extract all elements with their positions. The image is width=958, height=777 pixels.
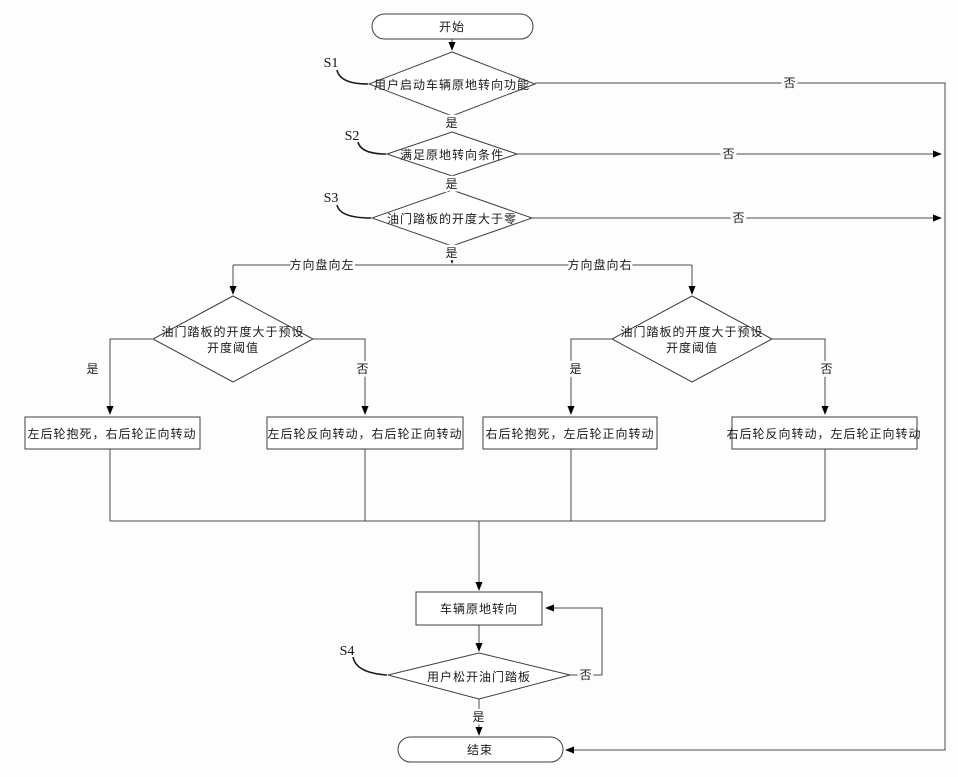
s3-decision-diamond <box>370 189 534 247</box>
right-no-label: 否 <box>820 362 833 376</box>
leader-s3 <box>336 204 372 219</box>
right-lock-box <box>482 416 658 450</box>
left-threshold-line1: 油门踏板的开度大于预设 <box>161 324 304 339</box>
right-yes-label: 是 <box>569 362 582 376</box>
edge-s1-no-to-end <box>535 82 946 754</box>
left-reverse-box <box>266 416 464 450</box>
wheel-left-label: 方向盘向左 <box>289 257 354 272</box>
left-threshold-diamond <box>151 295 315 383</box>
left-lock-box <box>24 416 201 450</box>
s2-no-label: 否 <box>722 147 735 161</box>
left-yes-label: 是 <box>86 362 99 376</box>
edge-right-yes-to-right-lock <box>567 338 612 415</box>
wheel-right-label: 方向盘向右 <box>567 257 632 272</box>
s1-yes-label: 是 <box>445 116 458 130</box>
s2-label: 满足原地转向条件 <box>400 147 504 162</box>
pivot-box <box>415 591 543 626</box>
edge-right-no-to-right-reverse <box>772 338 829 415</box>
s4-decision-diamond <box>387 652 571 700</box>
s3-label: 油门踏板的开度大于零 <box>387 211 517 226</box>
end-label: 结束 <box>467 743 493 757</box>
s2-step-label: S2 <box>345 129 360 144</box>
s4-step-label: S4 <box>340 644 355 659</box>
left-threshold-line2: 开度阈值 <box>207 340 259 355</box>
right-threshold-diamond <box>610 295 774 383</box>
s3-step-label: S3 <box>324 191 339 206</box>
start-terminator <box>371 13 534 40</box>
leader-s1 <box>336 69 369 85</box>
s3-no-label: 否 <box>732 211 745 225</box>
left-no-label: 否 <box>356 362 369 376</box>
leader-s4 <box>352 656 388 676</box>
s4-label: 用户松开油门踏板 <box>427 669 531 684</box>
s1-step-label: S1 <box>324 56 339 71</box>
s4-yes-label: 是 <box>472 710 485 724</box>
edge-left-no-to-left-reverse <box>313 338 369 415</box>
start-label: 开始 <box>439 20 465 34</box>
s1-decision-diamond <box>367 51 537 117</box>
right-threshold-line2: 开度阈值 <box>666 340 718 355</box>
left-lock-label: 左后轮抱死，右后轮正向转动 <box>27 426 196 441</box>
left-reverse-label: 左后轮反向转动，右后轮正向转动 <box>267 426 462 441</box>
right-threshold-line1: 油门踏板的开度大于预设 <box>620 324 763 339</box>
end-terminator <box>397 736 564 763</box>
s1-no-label: 否 <box>783 76 796 90</box>
s1-label: 用户启动车辆原地转向功能 <box>374 77 530 92</box>
right-reverse-box <box>731 416 918 450</box>
s3-yes-label: 是 <box>445 246 458 260</box>
s2-yes-label: 是 <box>445 177 458 191</box>
right-reverse-label: 右后轮反向转动，左后轮正向转动 <box>726 426 921 441</box>
s4-no-label: 否 <box>579 668 592 682</box>
right-lock-label: 右后轮抱死，左后轮正向转动 <box>485 426 654 441</box>
edge-s4-no-loop-to-pivot <box>545 604 603 676</box>
pivot-label: 车辆原地转向 <box>440 601 518 616</box>
leader-s2 <box>357 141 387 155</box>
s2-decision-diamond <box>385 131 519 177</box>
edge-left-yes-to-left-lock <box>106 338 152 415</box>
